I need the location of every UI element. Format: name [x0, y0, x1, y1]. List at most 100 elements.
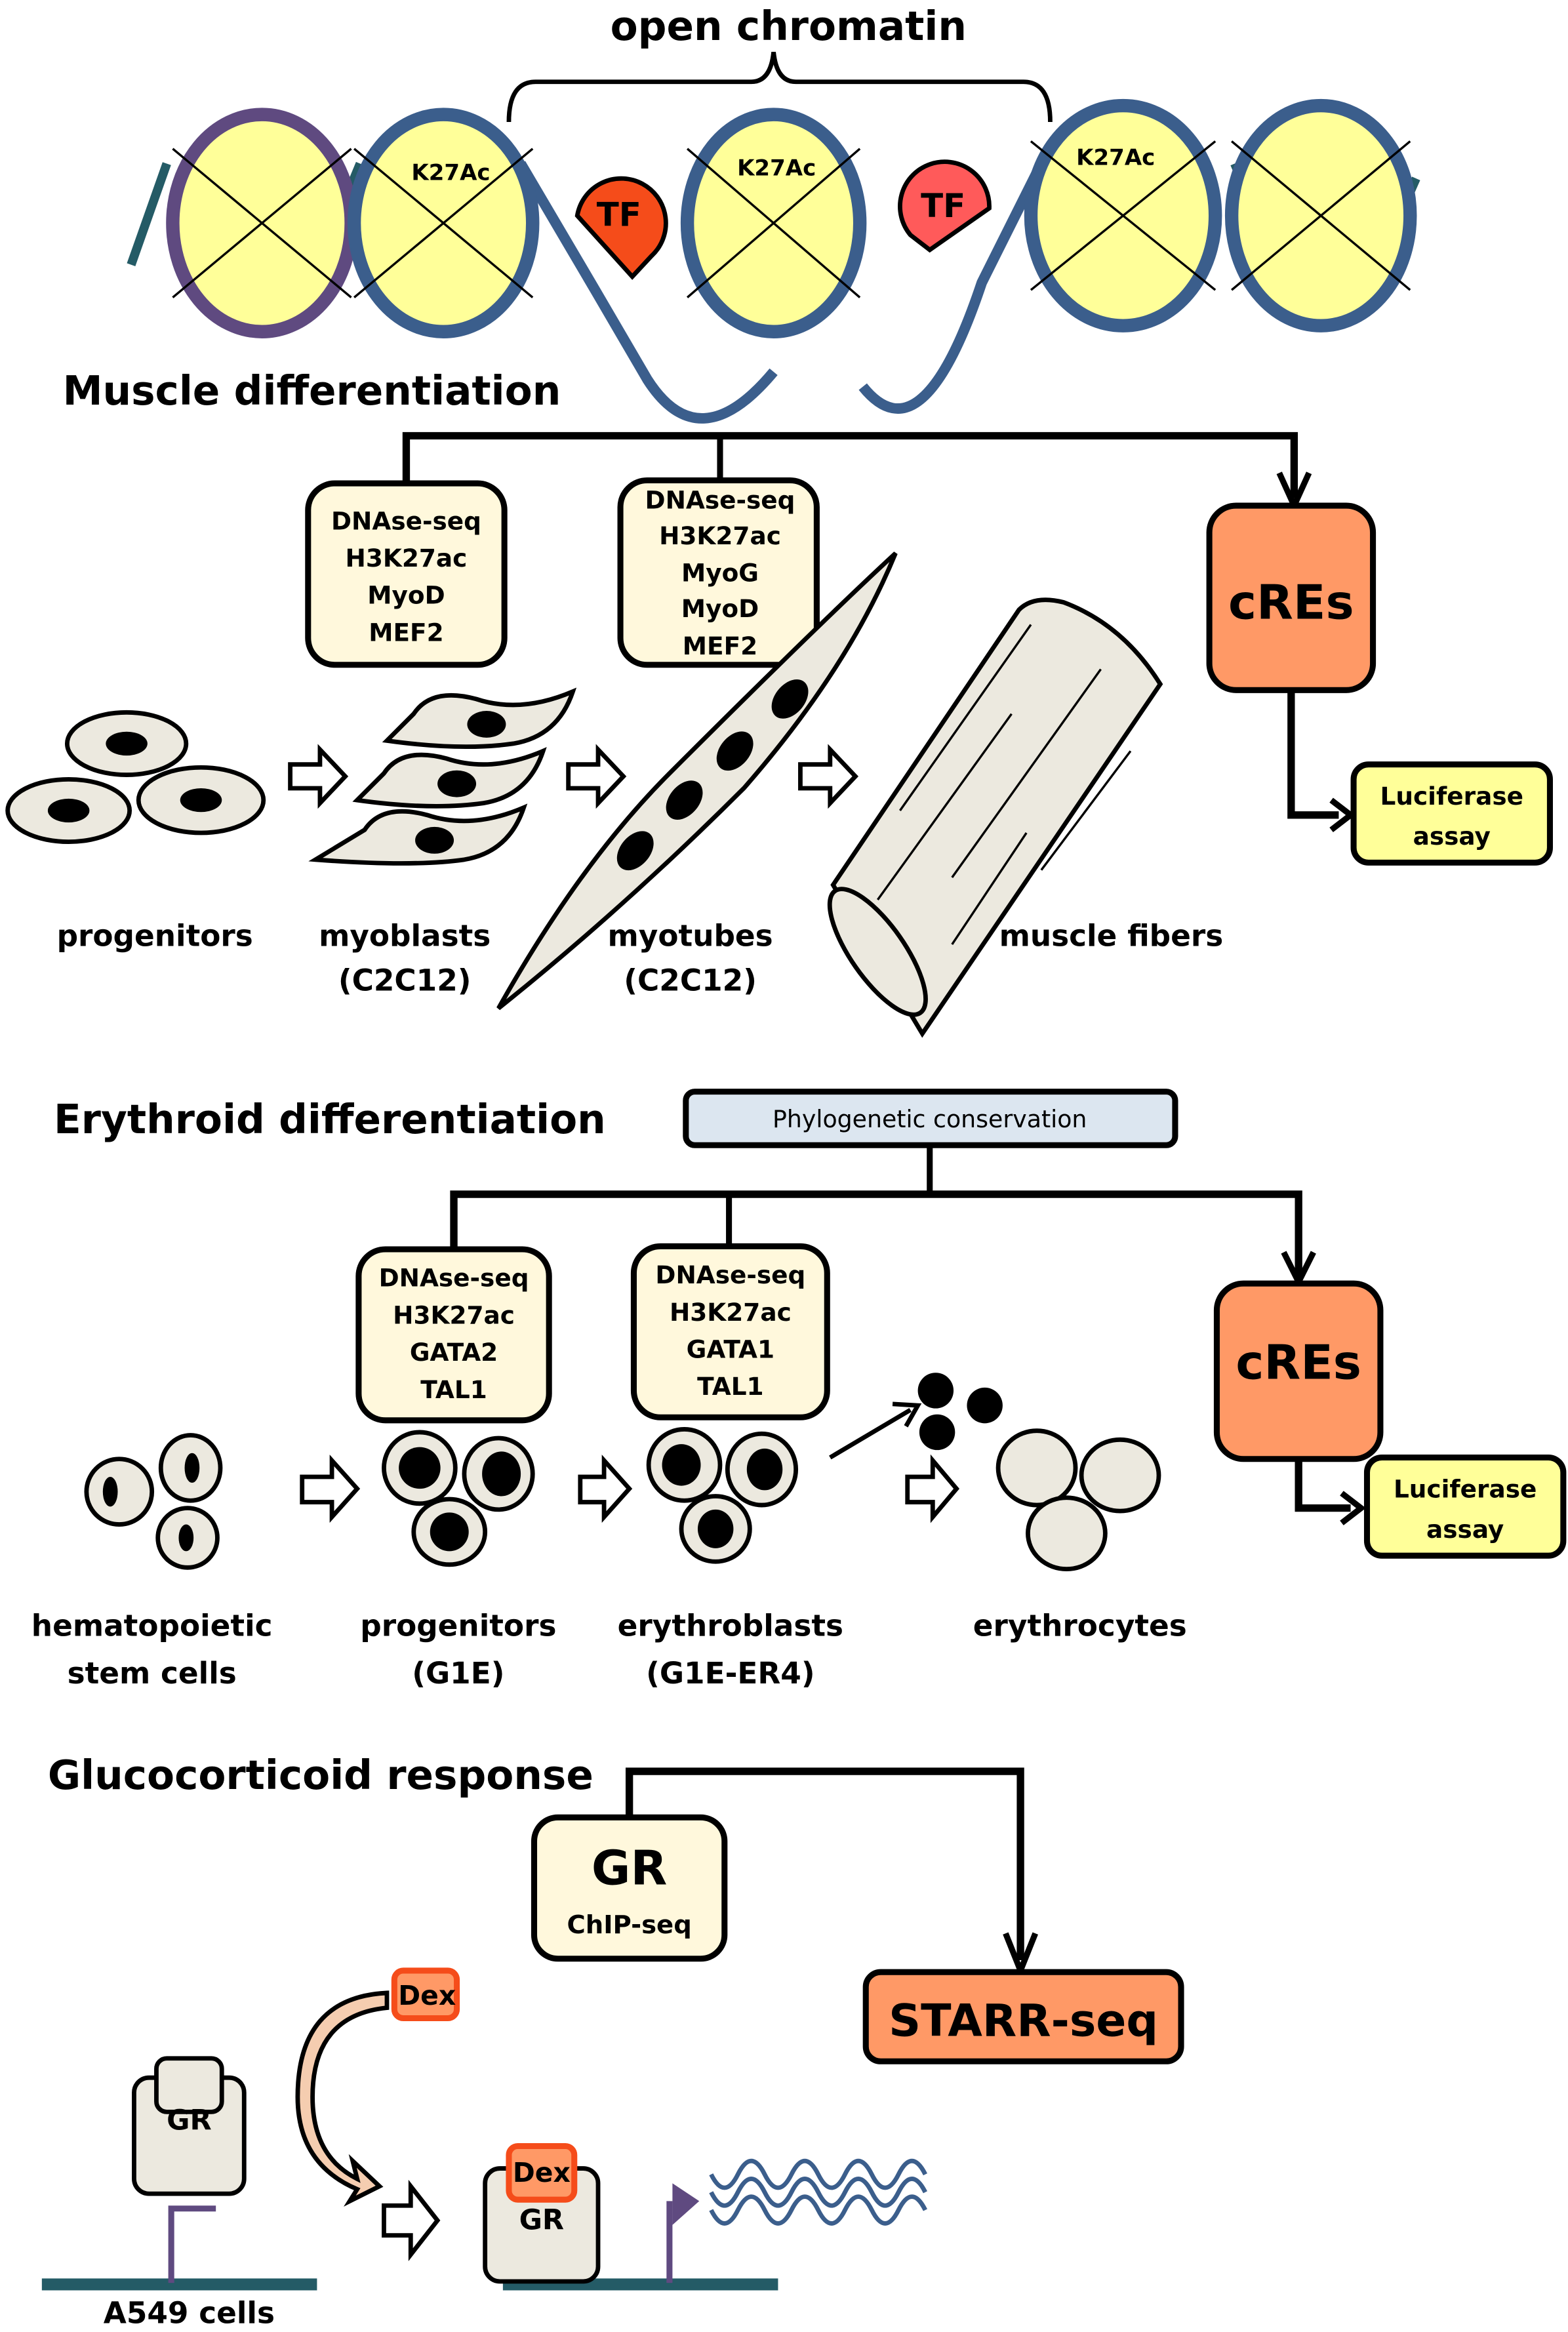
nucleosome: K27Ac: [347, 108, 540, 338]
svg-text:TAL1: TAL1: [420, 1375, 487, 1404]
gr-bound: Dex GR: [483, 2142, 601, 2284]
svg-text:MyoD: MyoD: [681, 594, 759, 623]
luciferase-box: Luciferase assay: [1363, 1454, 1567, 1559]
stage-sublabel: (G1E-ER4): [646, 1656, 814, 1691]
arrowhead-icon: [1340, 1491, 1366, 1525]
assay-box: DNAse-seq H3K27ac GATA1 TAL1: [630, 1243, 830, 1420]
muscle-title: Muscle differentiation: [63, 368, 561, 414]
assay-box: DNAse-seq H3K27ac GATA2 TAL1: [355, 1246, 552, 1424]
stage-sublabel: (C2C12): [338, 963, 472, 997]
svg-text:H3K27ac: H3K27ac: [393, 1300, 515, 1329]
erythroid-title: Erythroid differentiation: [54, 1096, 606, 1143]
hematopoietic-stem-cells: [84, 1433, 223, 1570]
svg-text:GR: GR: [167, 2104, 212, 2137]
progression-arrow-icon: [566, 744, 627, 809]
dna-segment: [41, 2278, 317, 2291]
svg-text:assay: assay: [1426, 1515, 1504, 1544]
enucleation-arrow-icon: [829, 1408, 912, 1460]
stage-label: muscle fibers: [999, 918, 1224, 953]
k27ac-label: K27Ac: [411, 159, 490, 186]
stage-label: myotubes: [608, 918, 773, 953]
gr-unbound: GR: [132, 2056, 247, 2196]
svg-text:Luciferase: Luciferase: [1394, 1475, 1537, 1504]
curved-arrow-icon: [295, 1990, 390, 2207]
erythroblast-cells: [646, 1427, 799, 1564]
svg-text:H3K27ac: H3K27ac: [346, 544, 468, 573]
a549-cells-label: A549 cells: [104, 2295, 275, 2330]
erythroid-connector: [450, 1190, 1302, 1276]
progression-arrow-icon: [905, 1454, 960, 1523]
svg-text:GR: GR: [592, 1841, 667, 1896]
progression-arrow-icon: [382, 2179, 441, 2261]
k27ac-label: K27Ac: [737, 155, 816, 182]
chromatin-panel: open chromatin K27Ac K27Ac K: [127, 3, 1420, 424]
nucleosome: K27Ac: [1024, 98, 1222, 332]
linker-dna: [516, 161, 1046, 424]
svg-text:MEF2: MEF2: [369, 618, 443, 647]
svg-text:MyoG: MyoG: [681, 559, 759, 588]
stage-label: erythrocytes: [973, 1609, 1187, 1643]
promoter-icon: [168, 2205, 216, 2283]
myoblast-cells: [308, 687, 577, 866]
muscle-panel: Muscle differentiation DNAse-seq H3K27ac…: [5, 368, 1553, 1038]
transcription-factor: TF: [574, 176, 668, 280]
glucocorticoid-title: Glucocorticoid response: [48, 1752, 593, 1799]
svg-text:H3K27ac: H3K27ac: [659, 521, 781, 550]
progression-arrow-icon: [288, 744, 349, 809]
svg-text:cREs: cREs: [1228, 575, 1354, 630]
svg-text:DNAse-seq: DNAse-seq: [331, 506, 481, 535]
progression-arrow-icon: [798, 744, 859, 809]
svg-text:Dex: Dex: [398, 1980, 456, 2011]
svg-text:assay: assay: [1413, 822, 1491, 851]
starr-seq-box: STARR-seq: [862, 1969, 1184, 2064]
stage-label: erythroblasts: [618, 1609, 843, 1643]
nucleosome: [166, 108, 358, 338]
erythroid-progenitor-cells: [382, 1430, 535, 1567]
transcription-factor: TF: [898, 159, 992, 253]
erythrocytes: [995, 1428, 1161, 1571]
svg-text:H3K27ac: H3K27ac: [670, 1298, 792, 1327]
svg-text:GATA2: GATA2: [410, 1338, 498, 1367]
svg-text:DNAse-seq: DNAse-seq: [655, 1260, 805, 1289]
transcripts-icon: [709, 2159, 927, 2226]
stage-label: myoblasts: [319, 918, 491, 953]
stage-sublabel: stem cells: [68, 1656, 237, 1691]
open-chromatin-brace: [506, 51, 1053, 122]
erythroid-panel: Erythroid differentiation Phylogenetic c…: [31, 1089, 1567, 1691]
svg-text:GATA1: GATA1: [687, 1335, 774, 1364]
progression-arrow-icon: [578, 1455, 633, 1523]
cres-box: cREs: [1213, 1280, 1384, 1462]
svg-text:TAL1: TAL1: [697, 1372, 763, 1401]
svg-text:GR: GR: [519, 2204, 565, 2237]
svg-text:Phylogenetic conservation: Phylogenetic conservation: [773, 1105, 1087, 1133]
k27ac-label: K27Ac: [1076, 145, 1155, 171]
svg-text:MEF2: MEF2: [683, 632, 757, 660]
svg-text:DNAse-seq: DNAse-seq: [645, 486, 795, 515]
svg-text:MyoD: MyoD: [367, 581, 445, 610]
luciferase-box: Luciferase assay: [1350, 761, 1553, 866]
svg-text:TF: TF: [921, 187, 965, 225]
stage-label: progenitors: [360, 1609, 556, 1643]
gr-connector: [625, 1767, 1024, 1961]
svg-text:Dex: Dex: [513, 2157, 571, 2188]
svg-text:DNAse-seq: DNAse-seq: [379, 1264, 529, 1293]
glucocorticoid-panel: Glucocorticoid response GR ChIP-seq STAR…: [41, 1752, 1184, 2330]
svg-text:TF: TF: [597, 196, 641, 234]
phylogenetic-conservation-box: Phylogenetic conservation: [683, 1089, 1178, 1148]
stage-sublabel: (G1E): [412, 1656, 504, 1691]
muscle-connector: [402, 432, 1298, 498]
assay-box: DNAse-seq H3K27ac MyoG MyoD MEF2: [617, 477, 820, 668]
nucleosome: K27Ac: [680, 108, 867, 338]
myotube: [496, 552, 898, 1011]
progression-arrow-icon: [300, 1455, 361, 1523]
muscle-fiber: [827, 597, 1163, 1038]
svg-text:Luciferase: Luciferase: [1380, 782, 1523, 811]
cres-box: cREs: [1206, 502, 1377, 693]
expelled-nuclei: [917, 1373, 1003, 1451]
gr-chipseq-box: GR ChIP-seq: [531, 1814, 728, 1962]
arrowhead-icon: [1329, 797, 1356, 833]
stage-sublabel: (C2C12): [624, 963, 757, 997]
open-chromatin-label: open chromatin: [611, 3, 967, 50]
svg-text:cREs: cREs: [1236, 1335, 1361, 1390]
